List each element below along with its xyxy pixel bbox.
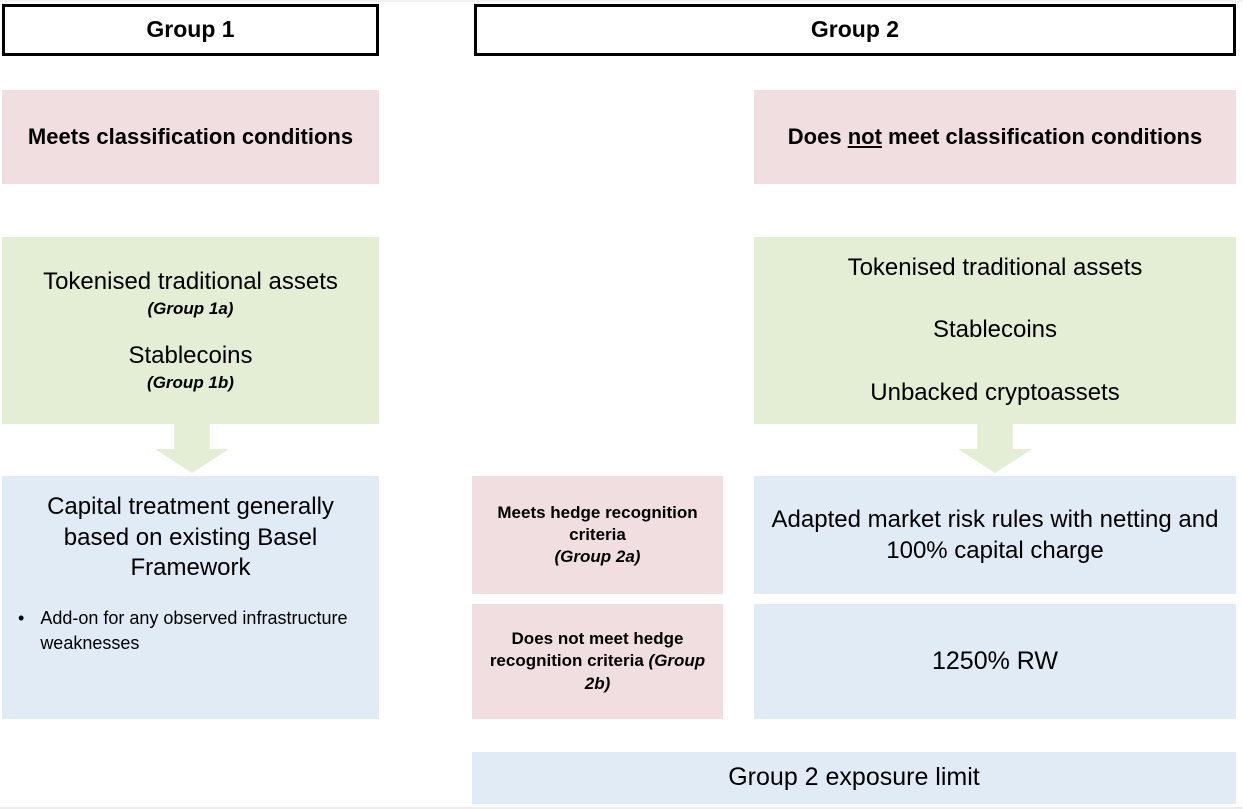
- group-1-asset-label: Stablecoins: [128, 341, 253, 369]
- group-2a-market-risk-rules-box: Adapted market risk rules with netting a…: [754, 476, 1236, 594]
- group-2-condition-emphasis: not: [847, 123, 882, 149]
- group-2-classification-condition: Does not meet classification conditions: [754, 90, 1236, 184]
- group-2a-treatment-text: Adapted market risk rules with netting a…: [771, 505, 1219, 564]
- bullet-dot-icon: •: [18, 608, 25, 629]
- group-2b-risk-weight-box: 1250% RW: [754, 604, 1236, 719]
- group-2b-criteria-group-label: (Group 2b): [584, 651, 706, 693]
- group-1-asset-item: Tokenised traditional assets (Group 1a): [43, 268, 338, 319]
- group-2-exposure-limit-label: Group 2 exposure limit: [728, 763, 980, 792]
- group-2-down-arrow-icon: [958, 423, 1032, 473]
- group-2b-treatment-text: 1250% RW: [932, 646, 1058, 675]
- group-1-header: Group 1: [2, 4, 379, 56]
- group-1-asset-label: Tokenised traditional assets: [43, 268, 338, 296]
- group-2-header: Group 2: [474, 4, 1236, 56]
- group-2b-criteria-line: Does not meet hedge recognition criteria…: [480, 628, 715, 694]
- group-2b-criteria-text: Does not meet hedge recognition criteria: [489, 629, 684, 671]
- group-1-down-arrow-icon: [155, 423, 229, 473]
- group-2a-criteria-text: Meets hedge recognition criteria: [497, 502, 698, 544]
- group-2-condition-label: Does not meet classification conditions: [788, 123, 1202, 152]
- group-1-asset-item: Stablecoins (Group 1b): [128, 342, 252, 393]
- group-2-exposure-limit-bar: Group 2 exposure limit: [472, 752, 1236, 804]
- group-2-asset-label: Unbacked cryptoassets: [870, 378, 1120, 406]
- group-2-condition-suffix: meet classification conditions: [881, 123, 1203, 149]
- group-1-treatment-bullet-text: Add-on for any observed infrastructure w…: [40, 608, 348, 653]
- group-2a-hedge-criteria-box: Meets hedge recognition criteria (Group …: [472, 476, 723, 594]
- group-2b-hedge-criteria-box: Does not meet hedge recognition criteria…: [472, 604, 723, 719]
- group-2-asset-label: Stablecoins: [932, 316, 1058, 344]
- group-1-asset-sublabel: (Group 1a): [147, 299, 234, 319]
- top-edge-rule: [0, 0, 1243, 2]
- group-1-header-label: Group 1: [146, 16, 235, 43]
- group-1-assets-box: Tokenised traditional assets (Group 1a) …: [2, 237, 379, 424]
- group-1-treatment-title: Capital treatment generally based on exi…: [47, 493, 334, 582]
- group-2-header-label: Group 2: [810, 16, 900, 43]
- group-1-condition-label: Meets classification conditions: [27, 123, 354, 149]
- group-2-assets-box: Tokenised traditional assets Stablecoins…: [754, 237, 1236, 424]
- bottom-edge-rule: [0, 807, 1243, 809]
- group-1-treatment-bullet: • Add-on for any observed infrastructure…: [12, 606, 369, 656]
- group-2-condition-prefix: Does: [787, 123, 848, 149]
- group-1-asset-sublabel: (Group 1b): [147, 372, 234, 392]
- group-2-asset-label: Tokenised traditional assets: [847, 254, 1143, 282]
- group-1-capital-treatment-box: Capital treatment generally based on exi…: [2, 476, 379, 719]
- group-2a-criteria-group-label: (Group 2a): [554, 547, 641, 567]
- group-1-classification-condition: Meets classification conditions: [2, 90, 379, 184]
